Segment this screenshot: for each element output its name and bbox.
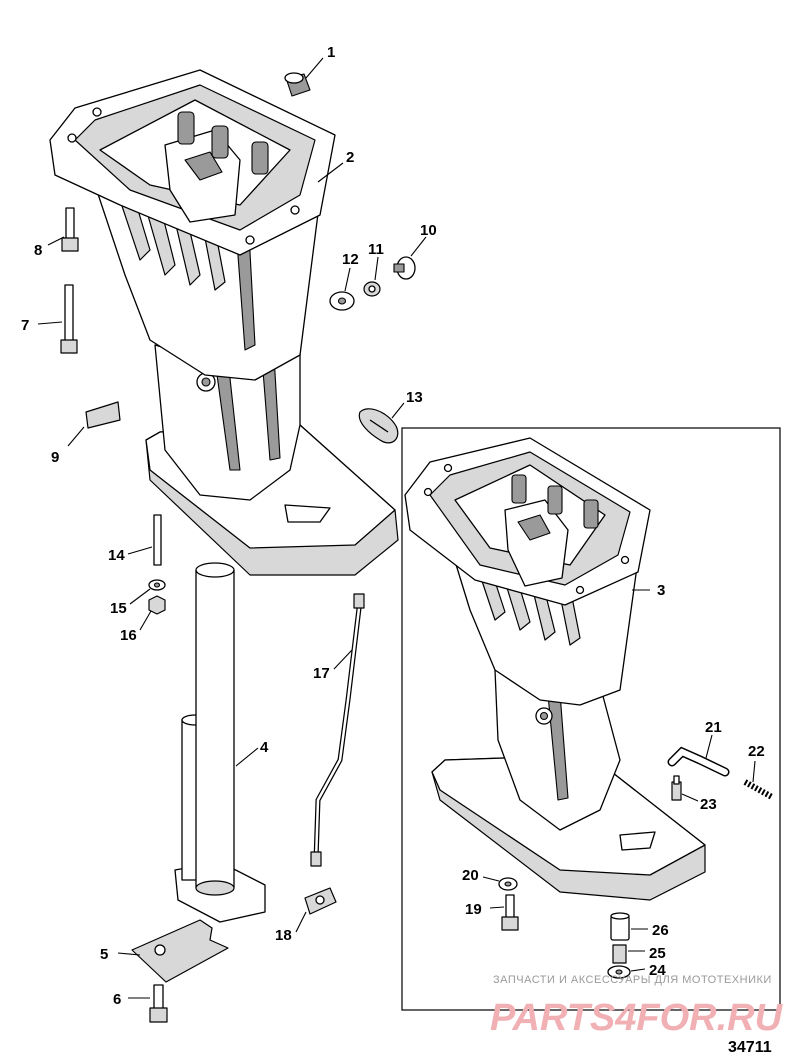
part-3-housing-assembly: [404, 437, 706, 901]
part-11-nut: [363, 281, 381, 297]
callout-10: 10: [420, 222, 437, 239]
callout-labels: 1 2 3 4 5 6 7 8 9 10 11 12 13 14 15 16 1…: [21, 44, 765, 1008]
callout-4: 4: [260, 739, 269, 756]
callout-14: 14: [108, 547, 125, 564]
callout-12: 12: [342, 251, 359, 268]
part-17-water-tube: [310, 593, 365, 867]
part-12-washer: [329, 291, 355, 311]
part-20-washer: [498, 877, 518, 891]
part-19-bolt: [501, 894, 519, 931]
part-1-grommet: [284, 72, 311, 97]
callout-7: 7: [21, 317, 29, 334]
callout-25: 25: [649, 945, 666, 962]
watermark-caption: ЗАПЧАСТИ И АКСЕССУАРЫ ДЛЯ МОТОТЕХНИКИ: [493, 974, 772, 986]
part-8-bolt: [61, 207, 79, 252]
callout-21: 21: [705, 719, 722, 736]
watermark: ЗАПЧАСТИ И АКСЕССУАРЫ ДЛЯ МОТОТЕХНИКИ PA…: [490, 974, 784, 1039]
part-15-washer: [148, 579, 166, 591]
part-22-spring: [743, 779, 774, 800]
callout-9: 9: [51, 449, 59, 466]
part-7-long-bolt: [60, 284, 78, 354]
part-21-hose: [667, 746, 730, 777]
callout-15: 15: [110, 600, 127, 617]
part-24-washer: [607, 965, 631, 979]
callout-17: 17: [313, 665, 330, 682]
callout-1: 1: [327, 44, 335, 61]
callout-19: 19: [465, 901, 482, 918]
callout-22: 22: [748, 743, 765, 760]
callout-23: 23: [700, 796, 717, 813]
callout-26: 26: [652, 922, 669, 939]
part-23-fitting: [671, 775, 682, 801]
figure-number: 34711: [728, 1039, 772, 1056]
part-4-tube: [174, 562, 266, 923]
part-13-seal: [358, 408, 399, 444]
callout-11: 11: [368, 241, 384, 258]
part-14-stud: [153, 514, 162, 566]
part-5-bracket: [131, 919, 229, 983]
part-10-cap: [393, 256, 416, 280]
callout-18: 18: [275, 927, 292, 944]
callout-13: 13: [406, 389, 423, 406]
part-25-bushing: [612, 944, 627, 964]
callout-16: 16: [120, 627, 137, 644]
part-2-driveshaft-housing: [49, 69, 399, 576]
callout-20: 20: [462, 867, 479, 884]
kit-inset-frame: [401, 427, 781, 1011]
callout-2: 2: [346, 149, 354, 166]
callout-8: 8: [34, 242, 42, 259]
part-16-nut: [148, 595, 166, 615]
leader-lines: [37, 57, 756, 999]
part-26-sleeve: [610, 912, 630, 941]
callout-5: 5: [100, 946, 108, 963]
part-6-bolt: [149, 984, 168, 1023]
part-9-pad: [85, 401, 121, 429]
callout-6: 6: [113, 991, 121, 1008]
callout-24: 24: [649, 962, 666, 979]
watermark-brand: PARTS4FOR.RU: [490, 997, 784, 1039]
part-18-grommet: [304, 887, 337, 915]
callout-3: 3: [657, 582, 665, 599]
